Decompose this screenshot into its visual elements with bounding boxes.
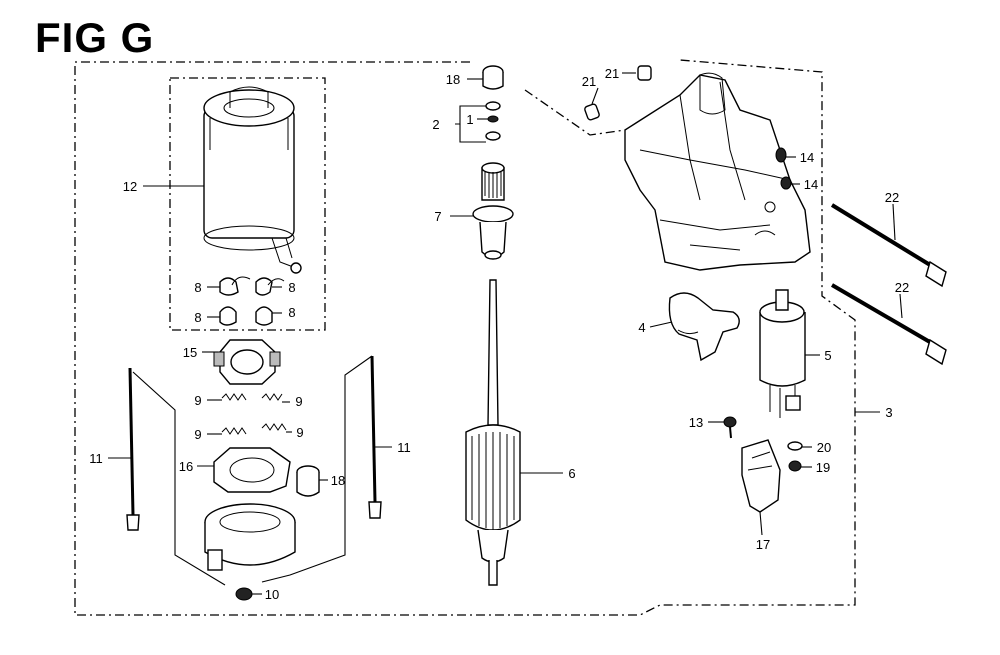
callout-17: 17 [756,537,770,552]
callout-13: 13 [689,415,703,430]
callout-9-bottom-right: 9 [296,425,303,440]
part-nut-19 [788,460,802,472]
callout-9-top-right: 9 [295,394,302,409]
callout-20: 20 [817,440,831,455]
part-nuts-14 [775,147,792,190]
part-washer-20 [787,441,803,451]
part-bolt-13 [723,416,737,439]
callout-9-bottom-left: 9 [194,427,201,442]
part-brushes [219,276,285,326]
callout-22-upper: 22 [885,190,899,205]
callout-8-bottom-right: 8 [288,305,295,320]
field-coil-box [169,77,326,331]
callout-11-left: 11 [89,451,103,466]
leader-lines [108,72,903,595]
part-brush-holder [213,339,281,385]
part-terminal-lead [668,292,740,362]
callout-14-lower: 14 [804,177,818,192]
callout-16: 16 [179,459,193,474]
callout-8-top-left: 8 [194,280,201,295]
assembly-outline [74,59,856,616]
part-through-bolts [126,355,382,586]
callout-14-upper: 14 [800,150,814,165]
assembly-outline-left [74,59,856,616]
part-solenoid [759,289,806,418]
callout-10: 10 [265,587,279,602]
assembly-outline-top-link [524,89,626,136]
part-armature [465,279,521,586]
callout-21-left: 21 [582,74,596,89]
part-bushing-lower [296,465,320,497]
callout-9-top-left: 9 [194,393,201,408]
callout-3: 3 [885,405,892,420]
part-washers [485,101,501,141]
callout-labels: 18 1 2 7 12 8 8 8 8 15 9 9 9 9 16 18 11 … [89,66,909,602]
part-springs [221,393,287,435]
part-dowels [584,65,652,121]
callout-7: 7 [434,209,441,224]
callout-18-upper: 18 [446,72,460,87]
callout-8-top-right: 8 [288,280,295,295]
callout-6: 6 [568,466,575,481]
part-housing [624,72,811,271]
callout-1: 1 [466,112,473,127]
callout-19: 19 [816,460,830,475]
part-nut-10 [235,587,253,601]
part-bushing-upper [482,65,504,90]
part-brush-plate [213,447,291,493]
part-long-bolts [830,203,947,366]
part-terminal-cover [741,439,781,536]
part-pinion [472,162,514,260]
callout-22-lower: 22 [895,280,909,295]
callout-4: 4 [638,320,645,335]
figure-title: FIG G [35,14,155,61]
callout-18-lower: 18 [331,473,345,488]
callout-8-bottom-left: 8 [194,310,201,325]
callout-5: 5 [824,348,831,363]
callout-12: 12 [123,179,137,194]
part-yoke [203,86,302,274]
callout-21-right: 21 [605,66,619,81]
callout-2: 2 [432,117,439,132]
callout-15: 15 [183,345,197,360]
callout-11-right: 11 [397,440,411,455]
part-end-cover [204,503,296,571]
